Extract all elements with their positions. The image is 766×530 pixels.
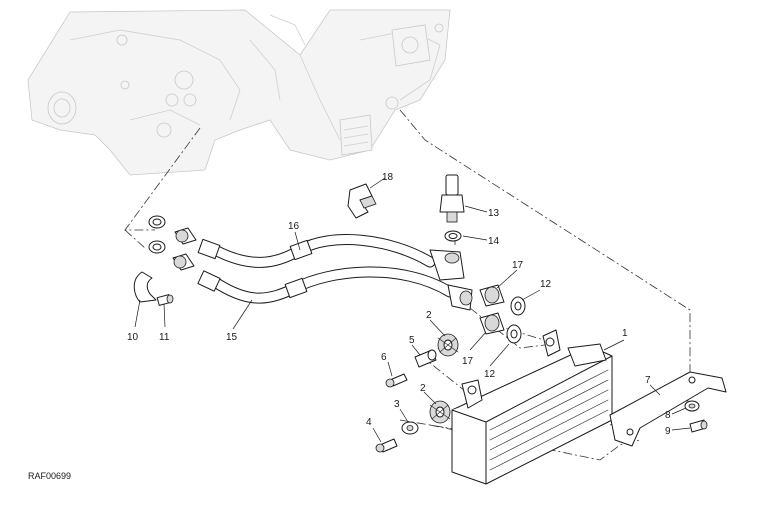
bracket-part-7 (609, 371, 727, 447)
diagram-reference-code: RAF00699 (28, 471, 72, 481)
crankcase-washers (148, 215, 166, 254)
union-parts-17 (479, 284, 505, 335)
screw-part-11 (156, 294, 174, 306)
callout-10: 10 (127, 332, 139, 343)
oil-hose-part-15 (197, 266, 456, 304)
callout-17-upper: 17 (512, 260, 524, 271)
callout-4: 4 (366, 417, 372, 428)
engine-crankcase (27, 9, 451, 176)
spacer-part-5 (414, 349, 437, 368)
washer-parts-12 (506, 296, 526, 344)
callout-5: 5 (409, 335, 415, 346)
tee-fitting (429, 249, 473, 311)
oil-hose-part-16 (197, 234, 436, 268)
crankcase-unions (172, 227, 197, 271)
bracket-clip-part-10 (133, 271, 157, 303)
screw-part-9 (689, 419, 708, 433)
callout-8: 8 (665, 410, 671, 421)
callout-17-lower: 17 (462, 356, 474, 367)
oil-cooler-part-1 (451, 329, 613, 485)
screw-part-6 (385, 373, 408, 388)
oil-temperature-sensor-part-13 (439, 174, 465, 223)
callout-15: 15 (226, 332, 238, 343)
spacer-part-3 (401, 421, 419, 435)
hose-clip-part-18 (347, 183, 377, 219)
callout-9: 9 (665, 426, 671, 437)
grommet-part-8 (684, 400, 700, 412)
washer-part-14 (444, 230, 462, 242)
callout-6: 6 (381, 352, 387, 363)
callout-1: 1 (622, 328, 628, 339)
callout-12-upper: 12 (540, 279, 552, 290)
callout-12-lower: 12 (484, 369, 496, 380)
callout-18: 18 (382, 172, 394, 183)
callout-16: 16 (288, 221, 300, 232)
callout-labels: 1 2 2 3 4 5 6 7 8 9 10 11 12 12 13 14 15… (127, 172, 671, 437)
screw-part-4 (375, 438, 398, 453)
callout-13: 13 (488, 208, 500, 219)
leader-lines (134, 177, 691, 443)
callout-3: 3 (394, 399, 400, 410)
callout-2-lower: 2 (420, 383, 426, 394)
grommet-parts-2 (429, 333, 459, 424)
callout-14: 14 (488, 236, 500, 247)
callout-2-upper: 2 (426, 310, 432, 321)
callout-7: 7 (645, 375, 651, 386)
callout-11: 11 (159, 332, 170, 343)
